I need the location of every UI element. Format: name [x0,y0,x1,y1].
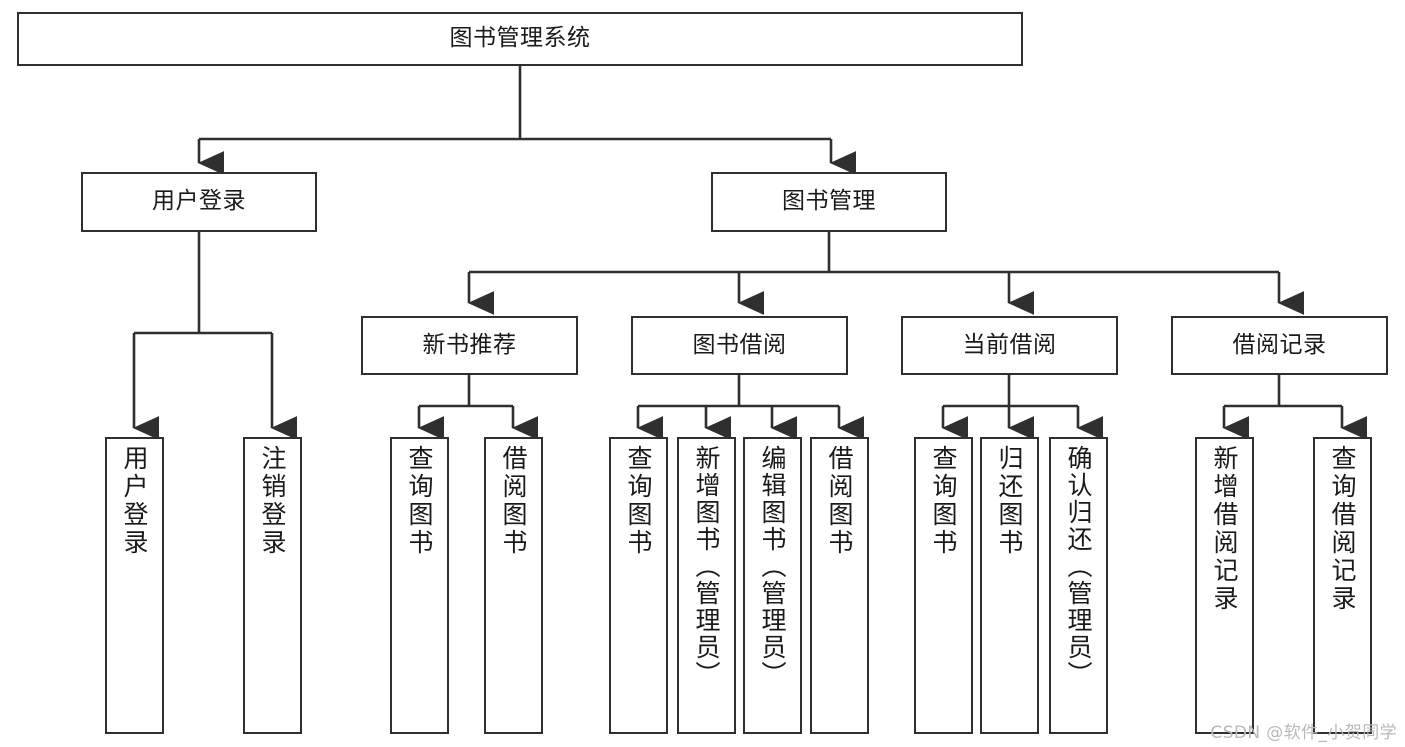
csdn-watermark: CSDN @软件_小贺同学 [1210,723,1397,743]
node-label: 用户登录 [152,188,246,215]
node-label: 图书管理系统 [449,25,591,52]
node-label: 新增借阅记录 [1210,445,1239,613]
node-label: 新增图书（管理员） [692,445,721,688]
node-label: 借阅记录 [1232,331,1327,358]
node-label: 确认归还（管理员） [1064,445,1093,688]
node-label: 图书管理 [782,188,876,215]
leaf-user-login[interactable]: 用户登录 [105,437,164,734]
leaf-borrow-book-recommend[interactable]: 借阅图书 [484,437,543,734]
leaf-add-borrow-record[interactable]: 新增借阅记录 [1195,437,1254,734]
leaf-add-book-admin[interactable]: 新增图书（管理员） [677,437,736,734]
node-book-management[interactable]: 图书管理 [711,172,947,232]
node-book-borrow[interactable]: 图书借阅 [631,316,848,375]
leaf-confirm-return-admin[interactable]: 确认归还（管理员） [1049,437,1108,734]
node-label: 当前借阅 [962,331,1057,358]
node-label: 查询图书 [929,445,958,557]
node-label: 用户登录 [120,445,149,557]
leaf-query-book-current[interactable]: 查询图书 [914,437,973,734]
node-borrow-record[interactable]: 借阅记录 [1171,316,1388,375]
node-user-login[interactable]: 用户登录 [81,172,317,232]
leaf-borrow-book[interactable]: 借阅图书 [810,437,869,734]
node-label: 归还图书 [995,445,1024,557]
leaf-return-book[interactable]: 归还图书 [980,437,1039,734]
node-label: 编辑图书（管理员） [758,445,787,688]
node-new-book-recommend[interactable]: 新书推荐 [361,316,578,375]
node-label: 注销登录 [258,445,287,557]
node-label: 借阅图书 [825,445,854,557]
leaf-query-borrow-record[interactable]: 查询借阅记录 [1313,437,1372,734]
node-label: 查询借阅记录 [1328,445,1357,613]
node-label: 新书推荐 [422,331,517,358]
node-current-borrow[interactable]: 当前借阅 [901,316,1118,375]
node-root-system[interactable]: 图书管理系统 [17,12,1023,66]
node-label: 借阅图书 [499,445,528,557]
node-label: 查询图书 [405,445,434,557]
leaf-logout[interactable]: 注销登录 [243,437,302,734]
leaf-query-book-recommend[interactable]: 查询图书 [390,437,449,734]
node-label: 图书借阅 [692,331,787,358]
node-label: 查询图书 [624,445,653,557]
leaf-edit-book-admin[interactable]: 编辑图书（管理员） [743,437,802,734]
leaf-query-book-borrow[interactable]: 查询图书 [609,437,668,734]
